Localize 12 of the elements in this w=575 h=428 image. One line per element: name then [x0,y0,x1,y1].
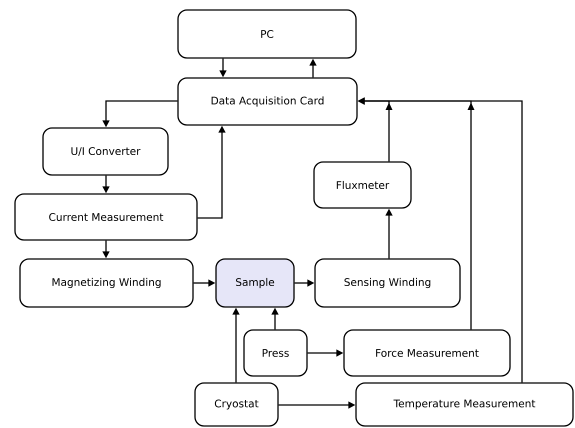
process-box: Force Measurement [343,329,511,377]
process-box: Sensing Winding [314,258,461,308]
process-box: PC [177,9,357,59]
process-box: Magnetizing Winding [19,258,194,308]
process-box: U/I Converter [42,127,169,176]
process-box: Fluxmeter [313,161,412,209]
process-box: Current Measurement [14,193,198,241]
process-box: Data Acquisition Card [177,77,358,126]
process-box: Temperature Measurement [355,382,574,427]
process-box: Press [243,329,308,377]
process-box: Cryostat [194,382,279,427]
sample-box: Sample [215,258,295,308]
